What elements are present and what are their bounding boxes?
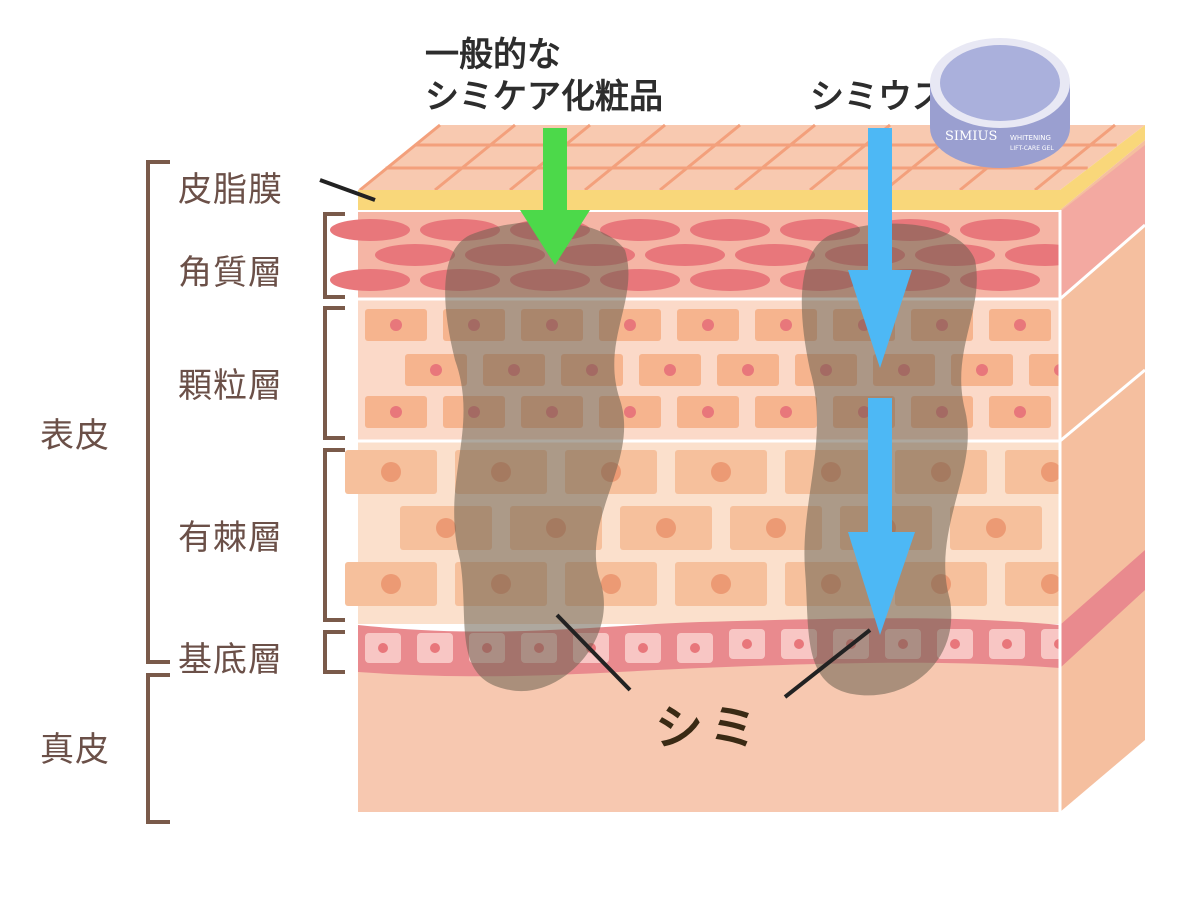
spot-pointer-lines bbox=[319, 178, 872, 699]
corneum-cell bbox=[600, 219, 680, 241]
cell-nucleus bbox=[950, 639, 960, 649]
cell-nucleus bbox=[624, 406, 636, 418]
cell-nucleus bbox=[986, 518, 1006, 538]
grid-line bbox=[359, 123, 441, 192]
grid-line bbox=[434, 123, 516, 192]
cell-nucleus bbox=[390, 319, 402, 331]
label-granular: 顆粒層 bbox=[178, 366, 283, 406]
grid-line bbox=[584, 123, 666, 192]
label-spinous: 有棘層 bbox=[178, 518, 283, 558]
generic-label-line2: シミケア化粧品 bbox=[425, 77, 663, 117]
grid-line bbox=[734, 123, 816, 192]
cell-nucleus bbox=[624, 319, 636, 331]
corneum-cell bbox=[645, 244, 725, 266]
corneum-cell bbox=[960, 219, 1040, 241]
corneum-cell bbox=[735, 244, 815, 266]
cell-nucleus bbox=[742, 364, 754, 376]
product-jar-image: SIMIUS WHITENING LIFT-CARE GEL bbox=[930, 38, 1070, 168]
cell-nucleus bbox=[702, 406, 714, 418]
jar-brand: SIMIUS bbox=[945, 129, 997, 144]
side-corneum bbox=[1060, 145, 1145, 298]
cell-nucleus bbox=[711, 462, 731, 482]
cell-nucleus bbox=[1014, 406, 1026, 418]
grid-line bbox=[659, 123, 741, 192]
grid-line bbox=[1034, 123, 1116, 192]
generic-arrow bbox=[520, 128, 590, 265]
cell-nucleus bbox=[1002, 639, 1012, 649]
cell-nucleus bbox=[378, 643, 388, 653]
cell-nucleus bbox=[794, 639, 804, 649]
cell-nucleus bbox=[430, 364, 442, 376]
cell-nucleus bbox=[766, 518, 786, 538]
generic-label-line1: 一般的な bbox=[425, 35, 561, 75]
cell-nucleus bbox=[381, 462, 401, 482]
product-label: シミウス bbox=[810, 77, 946, 117]
cell-nucleus bbox=[1041, 462, 1061, 482]
cell-nucleus bbox=[436, 518, 456, 538]
corneum-cell bbox=[330, 219, 410, 241]
cell-nucleus bbox=[690, 643, 700, 653]
corneum-cell bbox=[330, 269, 410, 291]
cell-nucleus bbox=[1014, 319, 1026, 331]
corneum-cell bbox=[690, 219, 770, 241]
brackets bbox=[146, 160, 345, 824]
cell-nucleus bbox=[711, 574, 731, 594]
cell-nucleus bbox=[1041, 574, 1061, 594]
spot-left bbox=[445, 221, 629, 692]
spot-label: シミ bbox=[655, 700, 764, 756]
cell-nucleus bbox=[780, 406, 792, 418]
jar-line2: LIFT-CARE GEL bbox=[1010, 145, 1054, 152]
cell-nucleus bbox=[976, 364, 988, 376]
cell-nucleus bbox=[601, 574, 621, 594]
label-corneum: 角質層 bbox=[178, 253, 283, 293]
cell-nucleus bbox=[702, 319, 714, 331]
cell-nucleus bbox=[390, 406, 402, 418]
cell-nucleus bbox=[656, 518, 676, 538]
cell-nucleus bbox=[381, 574, 401, 594]
corneum-cell bbox=[960, 269, 1040, 291]
cell-nucleus bbox=[638, 643, 648, 653]
label-sebum: 皮脂膜 bbox=[178, 170, 283, 210]
corneum-cell bbox=[375, 244, 455, 266]
cell-nucleus bbox=[430, 643, 440, 653]
label-epidermis: 表皮 bbox=[40, 416, 110, 456]
product-arrow bbox=[848, 128, 915, 635]
label-dermis: 真皮 bbox=[40, 730, 110, 770]
jar-line1: WHITENING bbox=[1010, 134, 1051, 142]
cell-nucleus bbox=[664, 364, 676, 376]
corneum-cell bbox=[690, 269, 770, 291]
sebum-layer bbox=[358, 125, 1145, 210]
side-basal bbox=[1060, 550, 1145, 668]
cell-nucleus bbox=[742, 639, 752, 649]
cell-nucleus bbox=[780, 319, 792, 331]
label-basal: 基底層 bbox=[178, 640, 283, 680]
